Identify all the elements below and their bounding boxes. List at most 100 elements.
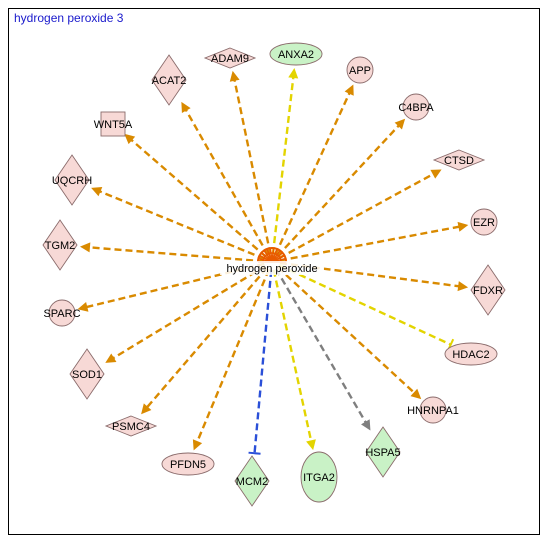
- node-label-tgm2: TGM2: [45, 240, 76, 252]
- node-label-ezr: EZR: [473, 217, 495, 229]
- node-ezr[interactable]: EZR: [470, 208, 498, 236]
- diagram-frame: [8, 8, 540, 535]
- edge-line-anxa2: [271, 75, 295, 255]
- arrowhead-pfdn5: [192, 439, 203, 451]
- edge-psmc4: [141, 267, 268, 415]
- arrowhead-uqcrh: [91, 187, 103, 197]
- node-label-app: APP: [349, 65, 371, 77]
- arrowhead-app: [344, 84, 354, 96]
- arrowhead-acat2: [181, 101, 191, 113]
- node-label-hdac2: HDAC2: [452, 349, 489, 361]
- node-psmc4[interactable]: PSMC4: [104, 415, 158, 437]
- node-shape-uqcrh: [54, 154, 90, 206]
- node-label-ctsd: CTSD: [444, 155, 474, 167]
- arrowhead-ezr: [457, 221, 469, 232]
- node-hnrnpa1[interactable]: HNRNPA1: [407, 396, 459, 424]
- inhibit-bar-mcm2: [248, 451, 261, 455]
- edge-line-hnrnpa1: [277, 266, 417, 395]
- node-shape-hdac2: [444, 342, 498, 366]
- node-label-mcm2: MCM2: [236, 476, 268, 488]
- edge-line-ctsd: [278, 172, 436, 260]
- node-wnt5a[interactable]: WNT5A: [94, 111, 133, 137]
- node-label-anxa2: ANXA2: [278, 49, 314, 61]
- node-shape-ezr: [470, 208, 498, 236]
- node-tgm2[interactable]: TGM2: [42, 219, 78, 271]
- hub-node[interactable]: hydrogen peroxide: [220, 247, 324, 275]
- edge-line-fdxr: [279, 261, 461, 288]
- edge-itga2: [272, 269, 316, 451]
- node-anxa2[interactable]: ANXA2: [269, 42, 323, 66]
- arrowhead-sparc: [77, 302, 89, 312]
- edge-line-wnt5a: [129, 138, 267, 258]
- edge-line-hspa5: [274, 268, 368, 425]
- node-shape-hspa5: [365, 426, 401, 478]
- node-app[interactable]: APP: [346, 56, 374, 84]
- node-label-hspa5: HSPA5: [365, 447, 400, 459]
- node-label-uqcrh: UQCRH: [52, 175, 92, 187]
- arrowhead-c4bpa: [394, 118, 406, 130]
- node-hdac2[interactable]: HDAC2: [444, 342, 498, 366]
- node-label-itga2: ITGA2: [303, 472, 335, 484]
- edge-sod1: [105, 265, 266, 363]
- edge-wnt5a: [124, 133, 267, 258]
- edge-line-psmc4: [145, 267, 268, 409]
- node-c4bpa[interactable]: C4BPA: [398, 93, 434, 121]
- edge-app: [274, 84, 354, 256]
- node-acat2[interactable]: ACAT2: [151, 54, 187, 106]
- node-label-hnrnpa1: HNRNPA1: [407, 405, 459, 417]
- node-adam9[interactable]: ADAM9: [203, 47, 257, 69]
- edge-hspa5: [274, 268, 371, 431]
- node-sod1[interactable]: SOD1: [69, 348, 105, 400]
- edge-acat2: [181, 101, 270, 256]
- node-label-fdxr: FDXR: [473, 285, 503, 297]
- node-mcm2[interactable]: MCM2: [234, 455, 270, 507]
- node-fdxr[interactable]: FDXR: [470, 264, 506, 316]
- arrowhead-sod1: [105, 353, 117, 363]
- arrowhead-psmc4: [141, 403, 152, 415]
- node-shape-wnt5a: [100, 111, 126, 137]
- node-uqcrh[interactable]: UQCRH: [52, 154, 92, 206]
- node-label-pfdn5: PFDN5: [170, 459, 206, 471]
- node-itga2[interactable]: ITGA2: [300, 451, 338, 503]
- arrowhead-hspa5: [361, 419, 371, 431]
- arrowhead-fdxr: [457, 281, 469, 292]
- node-shape-itga2: [300, 451, 338, 503]
- node-shape-anxa2: [269, 42, 323, 66]
- node-sparc[interactable]: SPARC: [43, 299, 81, 327]
- node-shape-ctsd: [432, 149, 486, 171]
- arrowhead-tgm2: [79, 242, 91, 253]
- node-hspa5[interactable]: HSPA5: [365, 426, 401, 478]
- edge-uqcrh: [91, 187, 266, 261]
- node-shape-tgm2: [42, 219, 78, 271]
- arrowhead-adam9: [229, 70, 240, 82]
- node-ctsd[interactable]: CTSD: [432, 149, 486, 171]
- node-shape-adam9: [203, 47, 257, 69]
- edge-mcm2: [248, 269, 273, 455]
- edges-layer: [77, 67, 469, 455]
- node-shape-fdxr: [470, 264, 506, 316]
- node-label-wnt5a: WNT5A: [94, 119, 133, 131]
- node-shape-psmc4: [104, 415, 158, 437]
- node-shape-sparc: [48, 299, 76, 327]
- edge-line-ezr: [279, 225, 461, 262]
- node-shape-hnrnpa1: [419, 396, 447, 424]
- arrowhead-itga2: [306, 439, 316, 451]
- edge-hdac2: [278, 264, 455, 351]
- hub-arc-inner: [262, 252, 282, 263]
- edge-pfdn5: [192, 268, 271, 451]
- edge-line-hdac2: [278, 264, 452, 346]
- edge-ctsd: [278, 169, 442, 260]
- hub-label-bg: [220, 261, 324, 275]
- node-label-sparc: SPARC: [43, 308, 80, 320]
- edge-line-c4bpa: [276, 123, 401, 257]
- hub-arc: [257, 247, 287, 263]
- network-title: hydrogen peroxide 3: [14, 11, 124, 25]
- node-pfdn5[interactable]: PFDN5: [161, 452, 215, 476]
- node-shape-sod1: [69, 348, 105, 400]
- edge-line-adam9: [233, 78, 272, 255]
- node-shape-c4bpa: [402, 93, 430, 121]
- edge-sparc: [77, 262, 265, 312]
- node-shape-app: [346, 56, 374, 84]
